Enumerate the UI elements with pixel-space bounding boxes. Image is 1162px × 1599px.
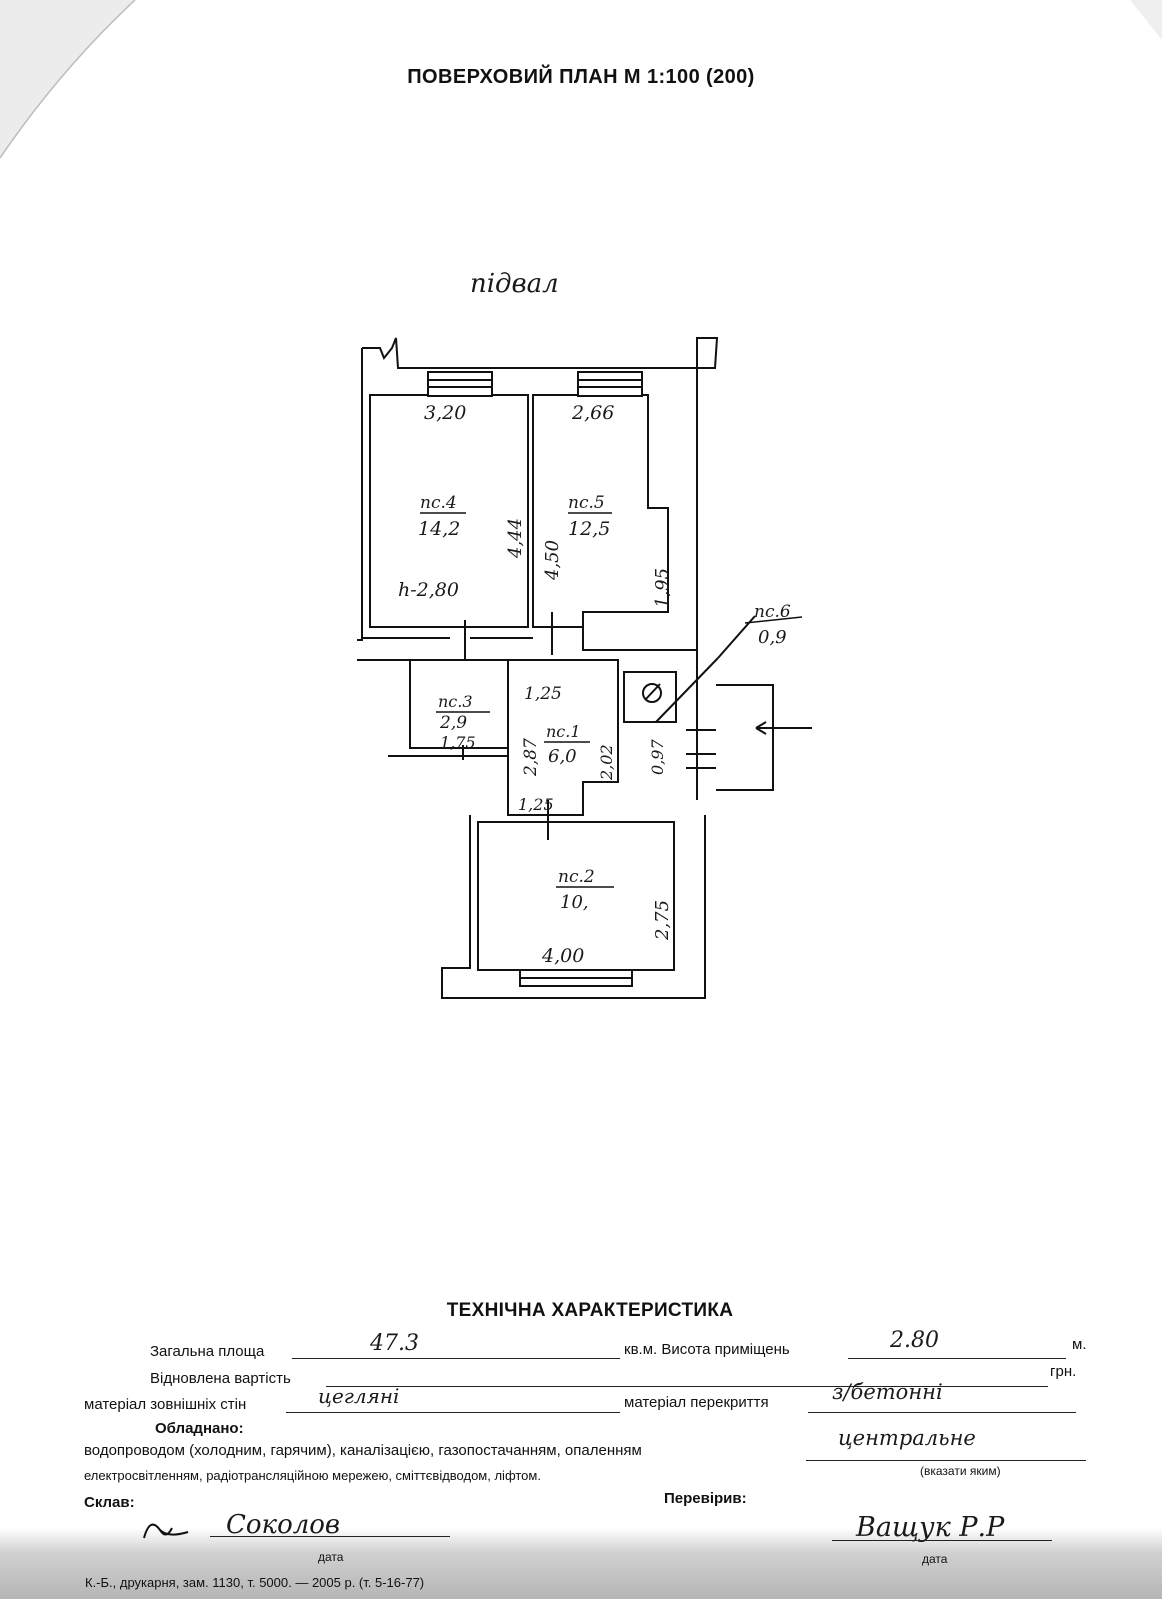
- floor-label: підвал: [470, 269, 559, 299]
- room2-side: 2,75: [652, 900, 673, 941]
- walls-value: цегляні: [318, 1384, 400, 1408]
- room4-area: 14,2: [418, 518, 460, 540]
- room1-label: пс.1: [546, 722, 581, 741]
- walls-field: [286, 1392, 620, 1413]
- scan-noise-strip: [0, 1528, 1162, 1599]
- composed-sign-line: [210, 1530, 450, 1537]
- total-area-label: Загальна площа: [150, 1343, 265, 1360]
- room6-label: пс.6: [754, 602, 791, 622]
- room5-area: 12,5: [568, 518, 610, 540]
- floor-plan: підвал 3,20 пс.4 14,2 h-2,80 4,44 2,66 п…: [357, 269, 812, 999]
- printer-imprint: К.-Б., друкарня, зам. 1130, т. 5000. — 2…: [85, 1575, 425, 1590]
- room3-area: 2,9: [439, 713, 467, 733]
- equipped-label: Обладнано:: [155, 1420, 244, 1437]
- room2-width: 4,00: [541, 945, 584, 967]
- room1-width-bottom: 1,25: [518, 795, 554, 814]
- unit-m: м.: [1072, 1336, 1087, 1353]
- room4-side: 4,44: [505, 518, 526, 559]
- checked-sign-line: [832, 1534, 1052, 1541]
- room2-label: пс.2: [558, 867, 595, 887]
- heating-value: центральне: [838, 1426, 976, 1450]
- composed-label: Склав:: [84, 1494, 135, 1511]
- utilities-line: водопроводом (холодним, гарячим), каналі…: [84, 1442, 642, 1459]
- restored-value-field: [326, 1366, 1048, 1387]
- room6-side: 0,97: [648, 739, 667, 775]
- total-area-field: [292, 1338, 620, 1359]
- page-title: ПОВЕРХОВИЙ ПЛАН М 1:100 (200): [407, 66, 755, 88]
- checked-label: Перевірив:: [664, 1490, 747, 1507]
- utilities-line2: електросвітленням, радіотрансляційною ме…: [84, 1468, 541, 1483]
- checked-date-label: дата: [922, 1552, 948, 1566]
- room5-side: 4,50: [542, 540, 563, 581]
- total-area-value: 47.3: [370, 1331, 419, 1356]
- room1-area: 6,0: [548, 746, 577, 767]
- checked-sign: Ващук Р.Р: [856, 1512, 1005, 1543]
- composed-sign: Соколов: [226, 1510, 341, 1540]
- room3-label: пс.3: [438, 692, 473, 711]
- room4-label: пс.4: [420, 493, 457, 513]
- room5-label: пс.5: [568, 493, 605, 513]
- room5-width: 2,66: [571, 402, 614, 424]
- height-value: 2.80: [890, 1328, 939, 1353]
- room4-width: 3,20: [424, 402, 466, 424]
- height-field: [848, 1338, 1066, 1359]
- room1-side: 2,87: [521, 738, 541, 777]
- room1-side2: 2,02: [597, 744, 616, 781]
- room3-width: 1,75: [440, 733, 476, 752]
- room2-area: 10,: [560, 892, 589, 913]
- restored-value-label: Відновлена вартість: [150, 1370, 291, 1387]
- floors-field: [808, 1392, 1076, 1413]
- floors-value: з/бетонні: [832, 1380, 943, 1404]
- composed-signature-mark: [143, 1523, 189, 1539]
- unit-sqm-label: кв.м. Висота приміщень: [624, 1341, 790, 1358]
- heating-field: [806, 1440, 1086, 1461]
- unit-uah: грн.: [1050, 1363, 1077, 1380]
- room6-area: 0,9: [758, 627, 787, 648]
- composed-date-label: дата: [318, 1550, 344, 1564]
- walls-label: матеріал зовнішніх стін: [84, 1396, 247, 1413]
- room1-width-top: 1,25: [524, 684, 562, 704]
- specify-note: (вказати яким): [920, 1464, 1001, 1478]
- room5-side2: 1,95: [652, 568, 673, 608]
- tech-heading: ТЕХНІЧНА ХАРАКТЕРИСТИКА: [446, 1300, 734, 1321]
- floors-label: матеріал перекриття: [624, 1394, 769, 1411]
- room4-height-note: h-2,80: [398, 579, 459, 601]
